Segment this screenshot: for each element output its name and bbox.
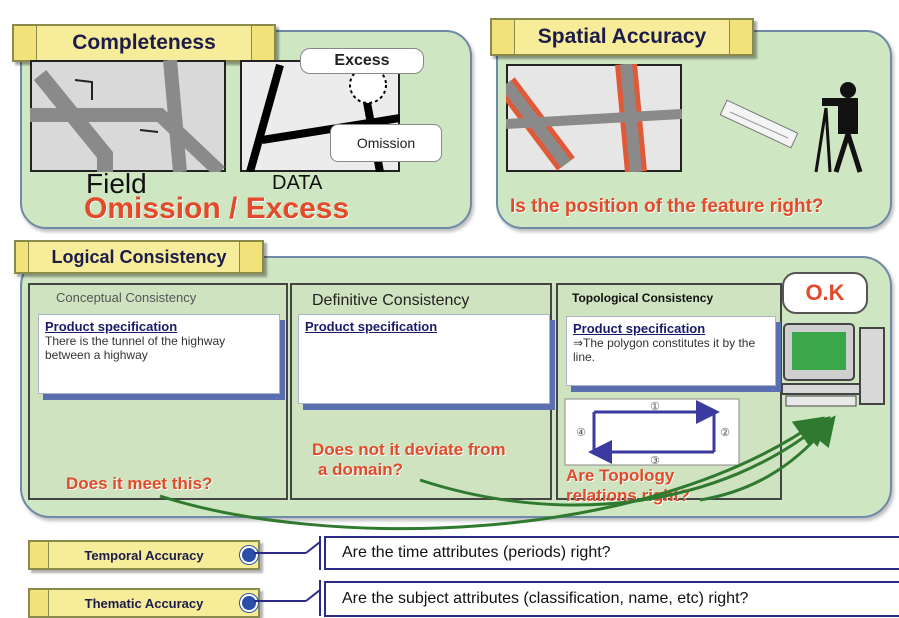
spatial-question: Is the position of the feature right?	[510, 196, 824, 217]
thematic-accuracy-tab: Thematic Accuracy	[28, 588, 260, 618]
definitive-callout: Product specification	[298, 314, 550, 404]
conceptual-spec: Product specification	[45, 319, 178, 334]
field-label: Field	[86, 168, 147, 199]
conceptual-heading: Conceptual Consistency	[56, 290, 197, 305]
topological-text: ⇒The polygon constitutes it by the line.	[573, 336, 756, 364]
excess-callout: Excess	[300, 48, 424, 74]
definitive-spec: Product specification	[305, 319, 438, 334]
definitive-question-line1: Does not it deviate from	[312, 440, 506, 459]
omission-callout: Omission	[330, 124, 442, 162]
omission-excess-caption: Omission / Excess	[84, 192, 350, 225]
computer-icon	[781, 323, 885, 407]
topology-n1: ①	[650, 400, 660, 413]
conceptual-text: There is the tunnel of the highway betwe…	[45, 334, 226, 362]
logical-title: Logical Consistency	[14, 240, 264, 274]
data-label: DATA	[272, 172, 323, 194]
definitive-question-line2: a domain?	[318, 460, 404, 479]
topological-callout: Product specification ⇒The polygon const…	[566, 316, 776, 386]
ok-bubble: O.K	[782, 272, 868, 314]
topology-diagram: ① ② ③ ④	[564, 398, 740, 466]
definitive-heading: Definitive Consistency	[312, 292, 470, 309]
topological-heading: Topological Consistency	[572, 291, 714, 305]
temporal-connector-line	[254, 536, 321, 570]
surveyor-icon	[814, 82, 863, 173]
conceptual-question: Does it meet this?	[66, 474, 213, 493]
thematic-question-bar: Are the subject attributes (classificati…	[324, 581, 899, 617]
topological-spec: Product specification	[573, 321, 706, 336]
topology-n2: ②	[720, 426, 730, 439]
field-map-image	[30, 60, 226, 172]
temporal-question-bar: Are the time attributes (periods) right?	[324, 536, 899, 570]
thematic-connector-line	[254, 580, 321, 616]
completeness-title: Completeness	[12, 24, 276, 62]
spatial-map-image	[506, 64, 682, 172]
topological-question-line2: relations right?	[566, 486, 690, 505]
temporal-accuracy-tab: Temporal Accuracy	[28, 540, 260, 570]
temporal-connector-dot	[240, 546, 258, 564]
thematic-connector-dot	[240, 594, 258, 612]
spatial-title: Spatial Accuracy	[490, 18, 754, 56]
topological-question-line1: Are Topology	[566, 466, 675, 485]
topology-n4: ④	[576, 426, 586, 439]
ruler-icon	[719, 99, 799, 149]
conceptual-callout: Product specification There is the tunne…	[38, 314, 280, 394]
topology-n3: ③	[650, 454, 660, 466]
